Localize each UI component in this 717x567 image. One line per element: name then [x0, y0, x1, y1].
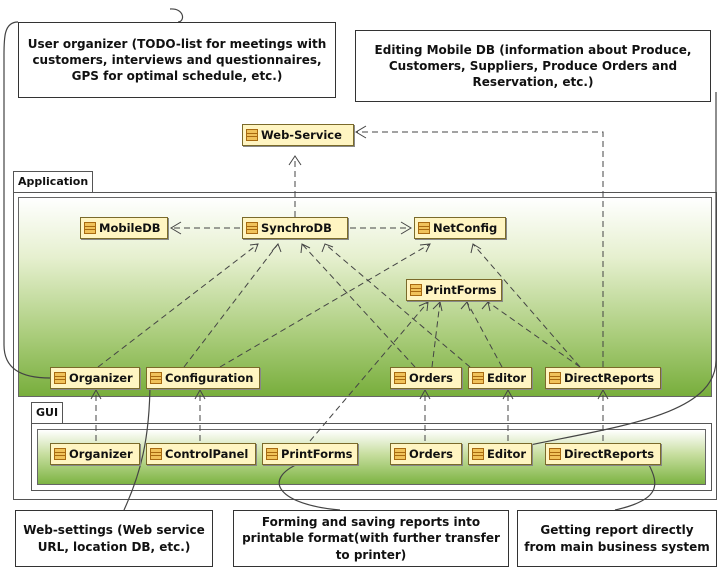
note-organizer-connector	[3, 8, 184, 379]
dep-direct-web	[356, 131, 604, 367]
class-gui-directreports: DirectReports	[545, 443, 661, 465]
dep-config-synchro	[183, 243, 279, 368]
class-gui-organizer: Organizer	[50, 443, 140, 465]
class-label: Editor	[487, 371, 527, 385]
class-label: Web-Service	[261, 128, 342, 142]
class-directreports: DirectReports	[545, 367, 661, 389]
arrowhead-directreports	[597, 388, 609, 400]
arrowhead-mobiledb	[170, 221, 182, 235]
class-icon	[549, 372, 561, 384]
class-label: PrintForms	[425, 283, 497, 297]
class-configuration: Configuration	[146, 367, 260, 389]
note-editing-connector	[497, 92, 717, 453]
class-label: DirectReports	[564, 371, 655, 385]
gui-package-label: GUI	[31, 402, 63, 424]
class-icon	[472, 372, 484, 384]
class-icon	[150, 372, 162, 384]
class-label: Orders	[409, 371, 453, 385]
dep-orders-printforms	[431, 301, 441, 368]
class-icon	[394, 448, 406, 460]
class-label: PrintForms	[281, 447, 353, 461]
class-icon	[54, 448, 66, 460]
arrowhead-print-4	[418, 301, 429, 312]
arrowhead-configuration	[194, 388, 206, 400]
note-getting-connector	[614, 462, 656, 511]
class-netconfig: NetConfig	[414, 217, 506, 239]
class-icon	[394, 372, 406, 384]
arrowhead-print-1	[432, 301, 443, 312]
class-label: Orders	[409, 447, 453, 461]
arrowhead-editor	[502, 388, 514, 400]
arrowhead-orders	[419, 388, 431, 400]
class-label: MobileDB	[99, 221, 161, 235]
class-web-service: Web-Service	[242, 124, 354, 146]
class-label: Organizer	[69, 371, 133, 385]
dep-organizer-synchro	[97, 243, 259, 368]
dep-direct-printforms	[487, 301, 581, 368]
dep-guiprint-printforms	[309, 301, 429, 442]
class-icon	[54, 372, 66, 384]
arrowhead-synchro-1	[249, 243, 259, 253]
class-printforms: PrintForms	[406, 279, 502, 301]
dep-orders-synchro	[301, 243, 416, 368]
class-label: NetConfig	[433, 221, 498, 235]
class-editor: Editor	[468, 367, 532, 389]
dep-editor-synchro	[324, 243, 471, 368]
class-icon	[266, 448, 278, 460]
class-icon	[84, 222, 96, 234]
dep-config-netconfig	[219, 243, 431, 368]
arrowhead-synchro-3	[300, 243, 311, 254]
note-getting-report: Getting report directly from main busine…	[517, 510, 717, 567]
class-gui-editor: Editor	[468, 443, 532, 465]
arrowhead-print-3	[481, 300, 491, 312]
class-mobiledb: MobileDB	[80, 217, 168, 239]
arrowhead-netconfig-1	[419, 243, 431, 253]
class-icon	[549, 448, 561, 460]
arrowhead-web-service-bottom	[288, 155, 302, 166]
class-label: DirectReports	[564, 447, 655, 461]
class-icon	[410, 284, 422, 296]
class-label: Editor	[487, 447, 527, 461]
arrowhead-print-2	[460, 301, 471, 312]
class-organizer: Organizer	[50, 367, 140, 389]
class-icon	[418, 222, 430, 234]
note-user-organizer: User organizer (TODO-list for meetings w…	[18, 22, 336, 98]
arrowhead-netconfig-2	[470, 243, 482, 254]
class-icon	[472, 448, 484, 460]
arrowhead-synchro-2	[271, 243, 282, 253]
class-icon	[246, 222, 258, 234]
arrowhead-synchro-4	[321, 243, 334, 253]
dep-direct-netconfig	[472, 243, 581, 368]
arrowhead-web-service-right	[355, 125, 367, 139]
class-icon	[150, 448, 162, 460]
class-label: SynchroDB	[261, 221, 332, 235]
note-editing-mobile-db: Editing Mobile DB (information about Pro…	[355, 30, 711, 102]
arrowhead-organizer	[90, 388, 102, 400]
note-forming-reports: Forming and saving reports into printabl…	[233, 510, 509, 567]
class-label: ControlPanel	[165, 447, 249, 461]
note-forming-connector	[278, 462, 341, 511]
class-gui-printforms: PrintForms	[262, 443, 358, 465]
class-label: Organizer	[69, 447, 133, 461]
note-web-connector	[123, 379, 151, 511]
class-gui-controlpanel: ControlPanel	[146, 443, 256, 465]
dep-editor-printforms	[466, 301, 503, 368]
class-gui-orders: Orders	[390, 443, 462, 465]
class-synchrodb: SynchroDB	[242, 217, 348, 239]
class-orders: Orders	[390, 367, 462, 389]
note-web-settings: Web-settings (Web service URL, location …	[15, 510, 213, 567]
class-icon	[246, 129, 258, 141]
class-label: Configuration	[165, 371, 254, 385]
arrowhead-netconfig-left	[400, 221, 412, 235]
